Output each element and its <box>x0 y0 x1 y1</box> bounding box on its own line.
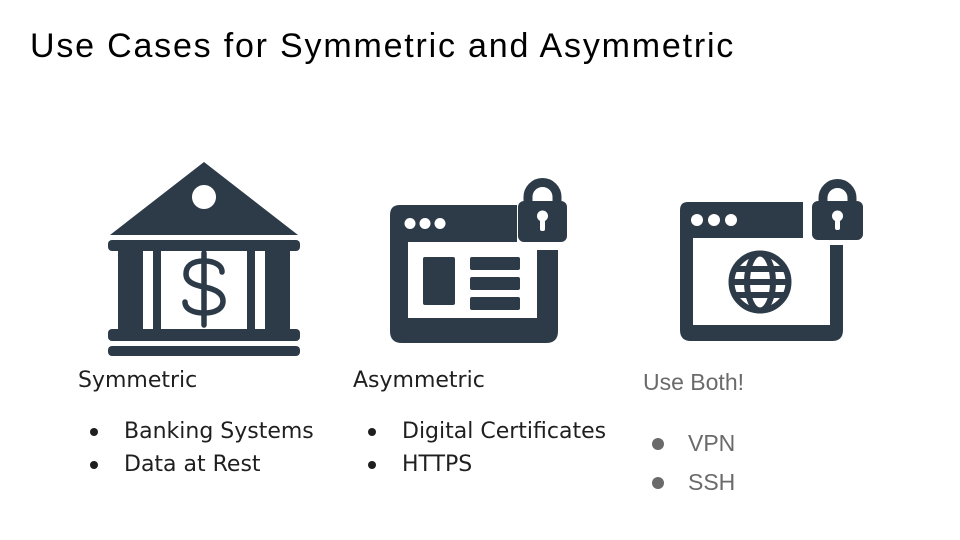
bank-column-right <box>265 251 290 329</box>
bullet-text: Banking Systems <box>124 419 314 444</box>
bullet-list-asymmetric: Digital Certificates HTTPS <box>364 415 606 481</box>
bank-lintel <box>108 240 300 251</box>
globe-icon <box>728 250 792 314</box>
browser-lock-icon <box>390 178 567 343</box>
bullet-dot <box>368 427 376 436</box>
bullet-text: VPN <box>688 430 736 456</box>
bullet-text: SSH <box>688 469 736 495</box>
browser-toolbar <box>390 205 517 242</box>
bullet-list-use-both: VPN SSH <box>650 424 735 502</box>
bullet-item: Data at Rest <box>86 448 314 481</box>
bullet-text: Data at Rest <box>124 452 261 477</box>
bullet-item: Banking Systems <box>86 415 314 448</box>
bank-base-upper <box>108 329 300 341</box>
lock-icon <box>812 179 863 240</box>
bullet-dot <box>368 460 376 469</box>
content-image-block <box>423 257 455 305</box>
browser-frame-bottom <box>390 318 558 343</box>
column-label-use-both: Use Both! <box>643 369 744 395</box>
bullet-item: VPN <box>650 424 735 463</box>
bullet-item: SSH <box>650 463 735 502</box>
bullet-item: HTTPS <box>364 448 606 481</box>
browser-frame-bottom <box>680 325 843 341</box>
lock-icon <box>518 178 567 242</box>
bank-roof <box>110 162 298 235</box>
bullet-dot <box>90 427 98 436</box>
browser-frame-right <box>830 245 843 325</box>
bank-column-left <box>118 251 143 329</box>
browser-frame-left <box>390 238 408 328</box>
column-label-symmetric: Symmetric <box>78 368 198 393</box>
bullet-item: Digital Certificates <box>364 415 606 448</box>
browser-dots-icon <box>691 214 737 226</box>
bank-base-lower <box>108 346 300 356</box>
bullet-dot <box>90 460 98 469</box>
bullet-dot <box>652 476 664 489</box>
column-label-asymmetric: Asymmetric <box>353 368 485 393</box>
content-text-bars <box>470 257 520 310</box>
bullet-dot <box>652 437 664 450</box>
browser-globe-lock-icon <box>680 179 863 341</box>
browser-frame-left <box>680 234 693 326</box>
slide-title: Use Cases for Symmetric and Asymmetric <box>30 27 736 65</box>
browser-dots-icon <box>404 218 446 229</box>
dollar-sign-icon <box>182 250 226 328</box>
bullet-list-symmetric: Banking Systems Data at Rest <box>86 415 314 481</box>
bank-dollar-icon <box>108 162 300 356</box>
bullet-text: HTTPS <box>402 452 473 477</box>
bullet-text: Digital Certificates <box>402 419 607 444</box>
browser-toolbar <box>680 202 803 238</box>
browser-frame-right <box>537 250 558 320</box>
